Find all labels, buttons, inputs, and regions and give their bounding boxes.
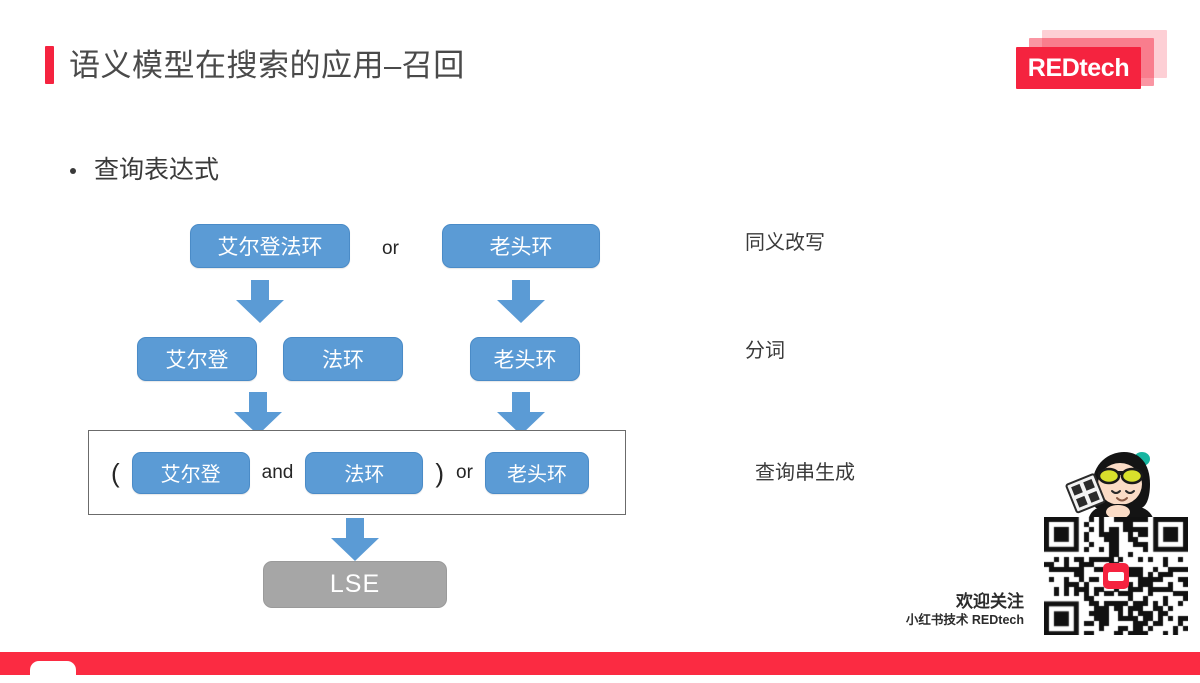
mascot-icon xyxy=(1065,452,1154,524)
footer-notch xyxy=(30,661,76,683)
chip-row2-b-label: 法环 xyxy=(322,349,364,372)
arrow-row2-to-row3-right xyxy=(497,392,545,435)
arrow-row1-to-row2-right xyxy=(497,280,545,323)
bullet-query-expression: 查询表达式 xyxy=(70,158,219,183)
open-paren: ( xyxy=(111,457,120,488)
follow-title: 欢迎关注 xyxy=(956,592,1024,611)
chip-row3-b[interactable]: 法环 xyxy=(305,451,424,494)
output-node-lse[interactable]: LSE xyxy=(263,561,447,608)
arrow-row3-to-output xyxy=(331,518,379,561)
bullet-dot-icon xyxy=(70,167,76,174)
chip-row2-b[interactable]: 法环 xyxy=(283,337,403,381)
chip-row3-a[interactable]: 艾尔登 xyxy=(131,451,250,494)
stage-label-query-generation: 查询串生成 xyxy=(755,462,855,484)
chip-row1-right-label: 老头环 xyxy=(489,236,553,259)
operator-and-row3: and xyxy=(261,462,294,483)
close-paren: ) xyxy=(435,457,445,488)
chip-row3-a-label: 艾尔登 xyxy=(160,464,221,486)
redtech-logo: REDtech xyxy=(1004,30,1176,102)
chip-row3-c-label: 老头环 xyxy=(506,464,567,486)
logo-sheet-front: REDtech xyxy=(1016,47,1141,89)
stage-label-synonym-rewrite: 同义改写 xyxy=(745,232,825,254)
query-expression-content: ( 艾尔登 and 法环 ) or 老头环 xyxy=(89,431,625,514)
chip-row1-right[interactable]: 老头环 xyxy=(442,224,600,268)
follow-subtitle: 小红书技术 REDtech xyxy=(905,613,1024,628)
operator-or-row1: or xyxy=(382,238,399,259)
chip-row3-b-label: 法环 xyxy=(344,464,385,486)
chip-row2-a[interactable]: 艾尔登 xyxy=(137,337,257,381)
follow-caption: 欢迎关注 小红书技术 REDtech xyxy=(906,592,1024,629)
chip-row3-c[interactable]: 老头环 xyxy=(484,451,589,494)
stage-label-tokenization: 分词 xyxy=(745,340,785,362)
footer-bar xyxy=(0,652,1200,683)
bullet-label: 查询表达式 xyxy=(94,156,220,184)
chip-row2-a-label: 艾尔登 xyxy=(165,349,229,372)
chip-row1-left[interactable]: 艾尔登法环 xyxy=(190,224,350,268)
query-expression-box: ( 艾尔登 and 法环 ) or 老头环 xyxy=(88,430,626,515)
title-accent-bar xyxy=(45,46,54,84)
arrow-row1-to-row2-left xyxy=(236,280,284,323)
operator-or-row3: or xyxy=(456,462,473,483)
output-node-lse-label: LSE xyxy=(329,570,381,598)
qr-center-logo-icon xyxy=(1103,563,1129,589)
arrow-row2-to-row3-left xyxy=(234,392,282,435)
page-title: 语义模型在搜索的应用–召回 xyxy=(45,46,465,84)
chip-row1-left-label: 艾尔登法环 xyxy=(217,236,323,259)
chip-row2-c[interactable]: 老头环 xyxy=(470,337,580,381)
qr-code[interactable] xyxy=(1044,517,1188,635)
title-text: 语义模型在搜索的应用–召回 xyxy=(69,47,465,83)
logo-text: REDtech xyxy=(1027,53,1130,82)
chip-row2-c-label: 老头环 xyxy=(493,349,557,372)
